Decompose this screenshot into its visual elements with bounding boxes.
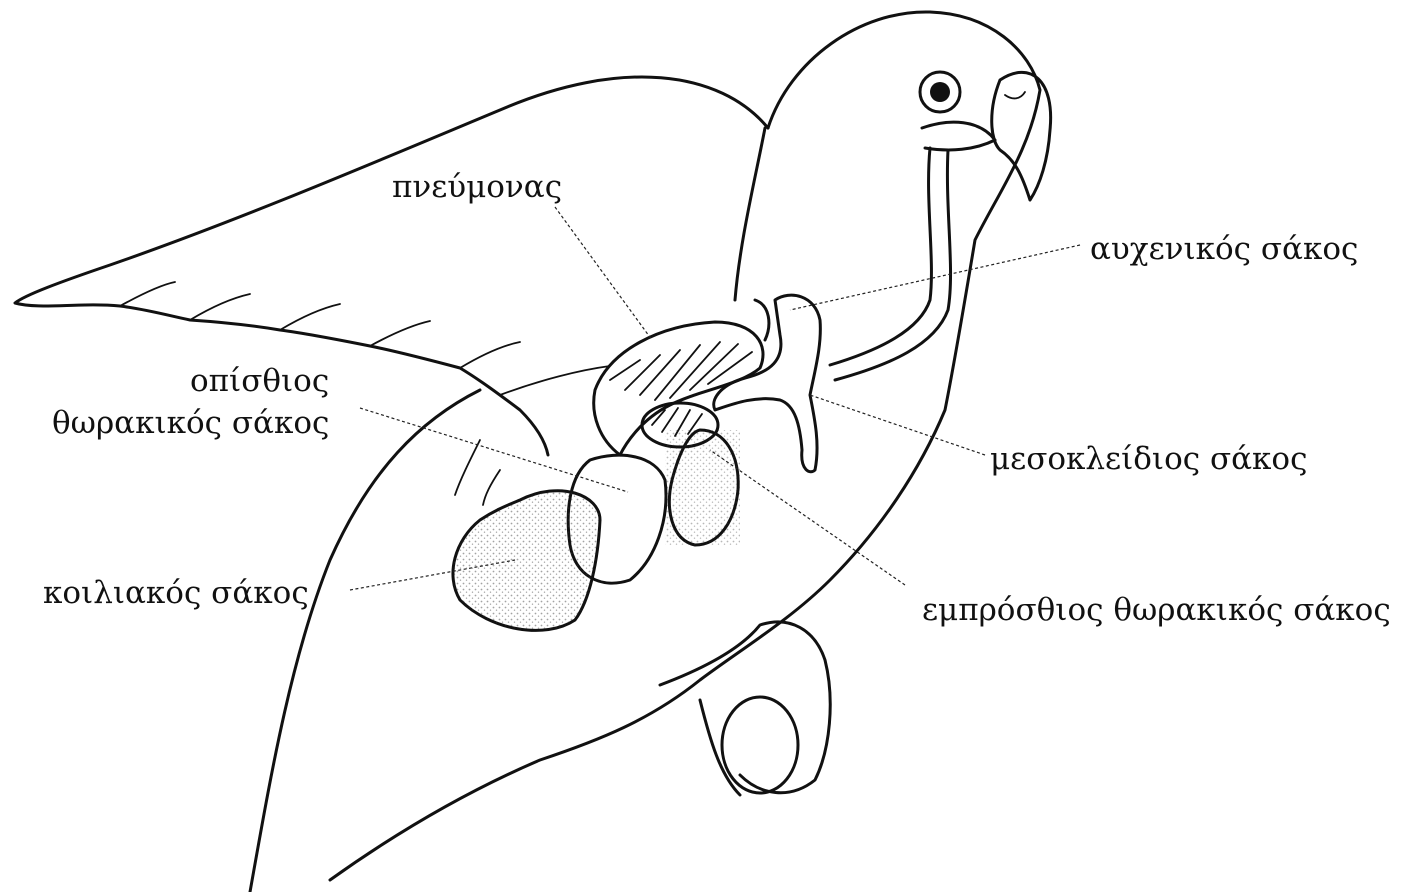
body-outline <box>250 12 1040 892</box>
wing <box>15 77 768 455</box>
label-abdominal-sac: κοιλιακός σάκος <box>43 574 309 612</box>
label-cervical-sac: αυχενικός σάκος <box>1090 230 1358 268</box>
label-lung: πνεύμονας <box>392 168 562 206</box>
beak <box>992 72 1051 200</box>
perch <box>722 697 798 793</box>
back-outline <box>735 128 765 300</box>
label-posterior-thoracic-sac-line2: θωρακικός σάκος <box>52 404 329 442</box>
label-anterior-thoracic-sac: εμπρόσθιος θωρακικός σάκος <box>922 591 1391 629</box>
label-clavicular-sac: μεσοκλείδιος σάκος <box>990 440 1307 478</box>
trachea <box>830 148 931 365</box>
label-posterior-thoracic-sac-line1: οπίσθιος <box>190 362 329 400</box>
